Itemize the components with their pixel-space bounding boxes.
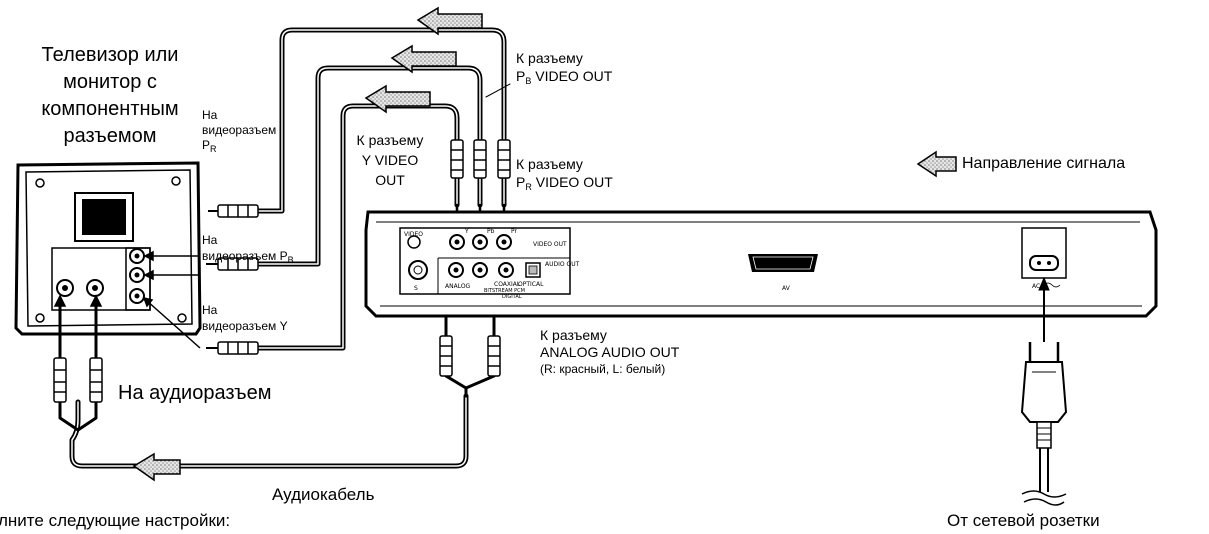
dvd-player: VIDEO Y Pb Pr VIDEO OUT AUDIO OUT S ANAL… xyxy=(364,210,1158,318)
panel-video-label: VIDEO xyxy=(404,231,423,238)
pb-out-p: P xyxy=(516,68,526,84)
tv-title-line-3: компонентным xyxy=(41,98,179,120)
tv-pr-input-line-1: На xyxy=(202,108,218,122)
analog-out-line-2: ANALOG AUDIO OUT xyxy=(540,344,680,360)
tv-pb-input-line-1: На xyxy=(202,233,218,247)
power-outlet-label: От сетевой розетки xyxy=(947,511,1100,530)
tv-pr-input-line-2: видеоразъем xyxy=(202,123,277,137)
panel-analog-label: ANALOG xyxy=(445,283,471,290)
panel-optical-label: OPTICAL xyxy=(518,281,544,288)
pb-out-rest: VIDEO OUT xyxy=(531,68,613,84)
pr-out-line-2: PR VIDEO OUT xyxy=(516,173,613,196)
pb-out-label: К разъему PB VIDEO OUT xyxy=(516,49,612,90)
panel-av-label: AV xyxy=(782,285,791,292)
signal-direction-label: Направление сигнала xyxy=(962,155,1126,172)
panel-audio-out-label: AUDIO OUT xyxy=(545,261,580,268)
tv-title-line-4: разъемом xyxy=(63,125,157,147)
tv-title: Телевизор или монитор с компонентным раз… xyxy=(0,42,220,150)
tv-pr-input-label: На видеоразъем PR xyxy=(202,108,276,157)
y-out-line-3: OUT xyxy=(375,172,405,188)
audio-arrows-up xyxy=(53,294,103,356)
y-out-label: К разъему Y VIDEO OUT xyxy=(340,130,440,190)
audio-input-label: На аудиоразъем xyxy=(118,382,272,404)
panel-pr-label: Pr xyxy=(511,228,518,235)
panel-y-label: Y xyxy=(464,228,469,235)
tv-pb-input-line-2: видеоразъем PB xyxy=(202,248,294,268)
audio-plugs xyxy=(53,335,501,403)
tv-pr-input-p: P xyxy=(202,138,211,152)
panel-s-label: S xyxy=(414,285,418,292)
pr-out-line-1: К разъему xyxy=(516,156,583,172)
y-out-line-1: К разъему xyxy=(356,132,424,148)
video-cables xyxy=(255,27,511,351)
panel-coaxial-label: COAXIAL xyxy=(494,281,521,288)
tv-pb-input-sub: B xyxy=(287,255,294,265)
tv-y-input-line-1: На xyxy=(202,303,218,317)
video-plugs-device xyxy=(450,139,511,179)
tv-pb-input-text: видеоразъем P xyxy=(202,249,288,263)
audio-cable-label: Аудиокабель xyxy=(272,485,375,504)
tv-jack-pointers xyxy=(142,250,201,349)
tv-pr-input-line-3: PR xyxy=(202,138,276,157)
panel-ac-label: AC xyxy=(1032,283,1040,290)
pr-out-p: P xyxy=(516,174,526,190)
panel-video-out-label: VIDEO OUT xyxy=(533,241,567,248)
bottom-left-text: лните следующие настройки: xyxy=(0,511,231,530)
tv-title-line-1: Телевизор или xyxy=(41,44,179,66)
panel-digital-label: DIGITAL xyxy=(502,294,522,300)
pr-out-label: К разъему PR VIDEO OUT xyxy=(516,155,613,196)
panel-pb-label: Pb xyxy=(487,228,495,235)
tv-y-input-label: На видеоразъем Y xyxy=(202,302,288,334)
pb-out-line-1: К разъему xyxy=(516,50,583,66)
analog-out-label: К разъему ANALOG AUDIO OUT (R: красный, … xyxy=(540,327,679,378)
tv-pr-input-sub: R xyxy=(210,144,217,154)
pb-out-sub: B xyxy=(525,76,532,86)
pr-out-rest: VIDEO OUT xyxy=(531,174,613,190)
tv-pb-input-label: На видеоразъем PB xyxy=(202,232,294,268)
power-cord xyxy=(1020,276,1068,506)
pb-out-line-2: PB VIDEO OUT xyxy=(516,67,612,90)
signal-direction-arrows xyxy=(132,6,957,482)
analog-out-line-3: (R: красный, L: белый) xyxy=(540,362,666,376)
y-out-line-2: Y VIDEO xyxy=(361,152,419,168)
panel-bitstream-label: BITSTREAM PCM xyxy=(484,288,525,294)
tv-monitor xyxy=(14,161,202,336)
tv-y-input-line-2: видеоразъем Y xyxy=(202,319,288,333)
pr-out-sub: R xyxy=(525,182,532,192)
tv-title-line-2: монитор с xyxy=(63,71,157,93)
analog-out-line-1: К разъему xyxy=(540,327,607,343)
